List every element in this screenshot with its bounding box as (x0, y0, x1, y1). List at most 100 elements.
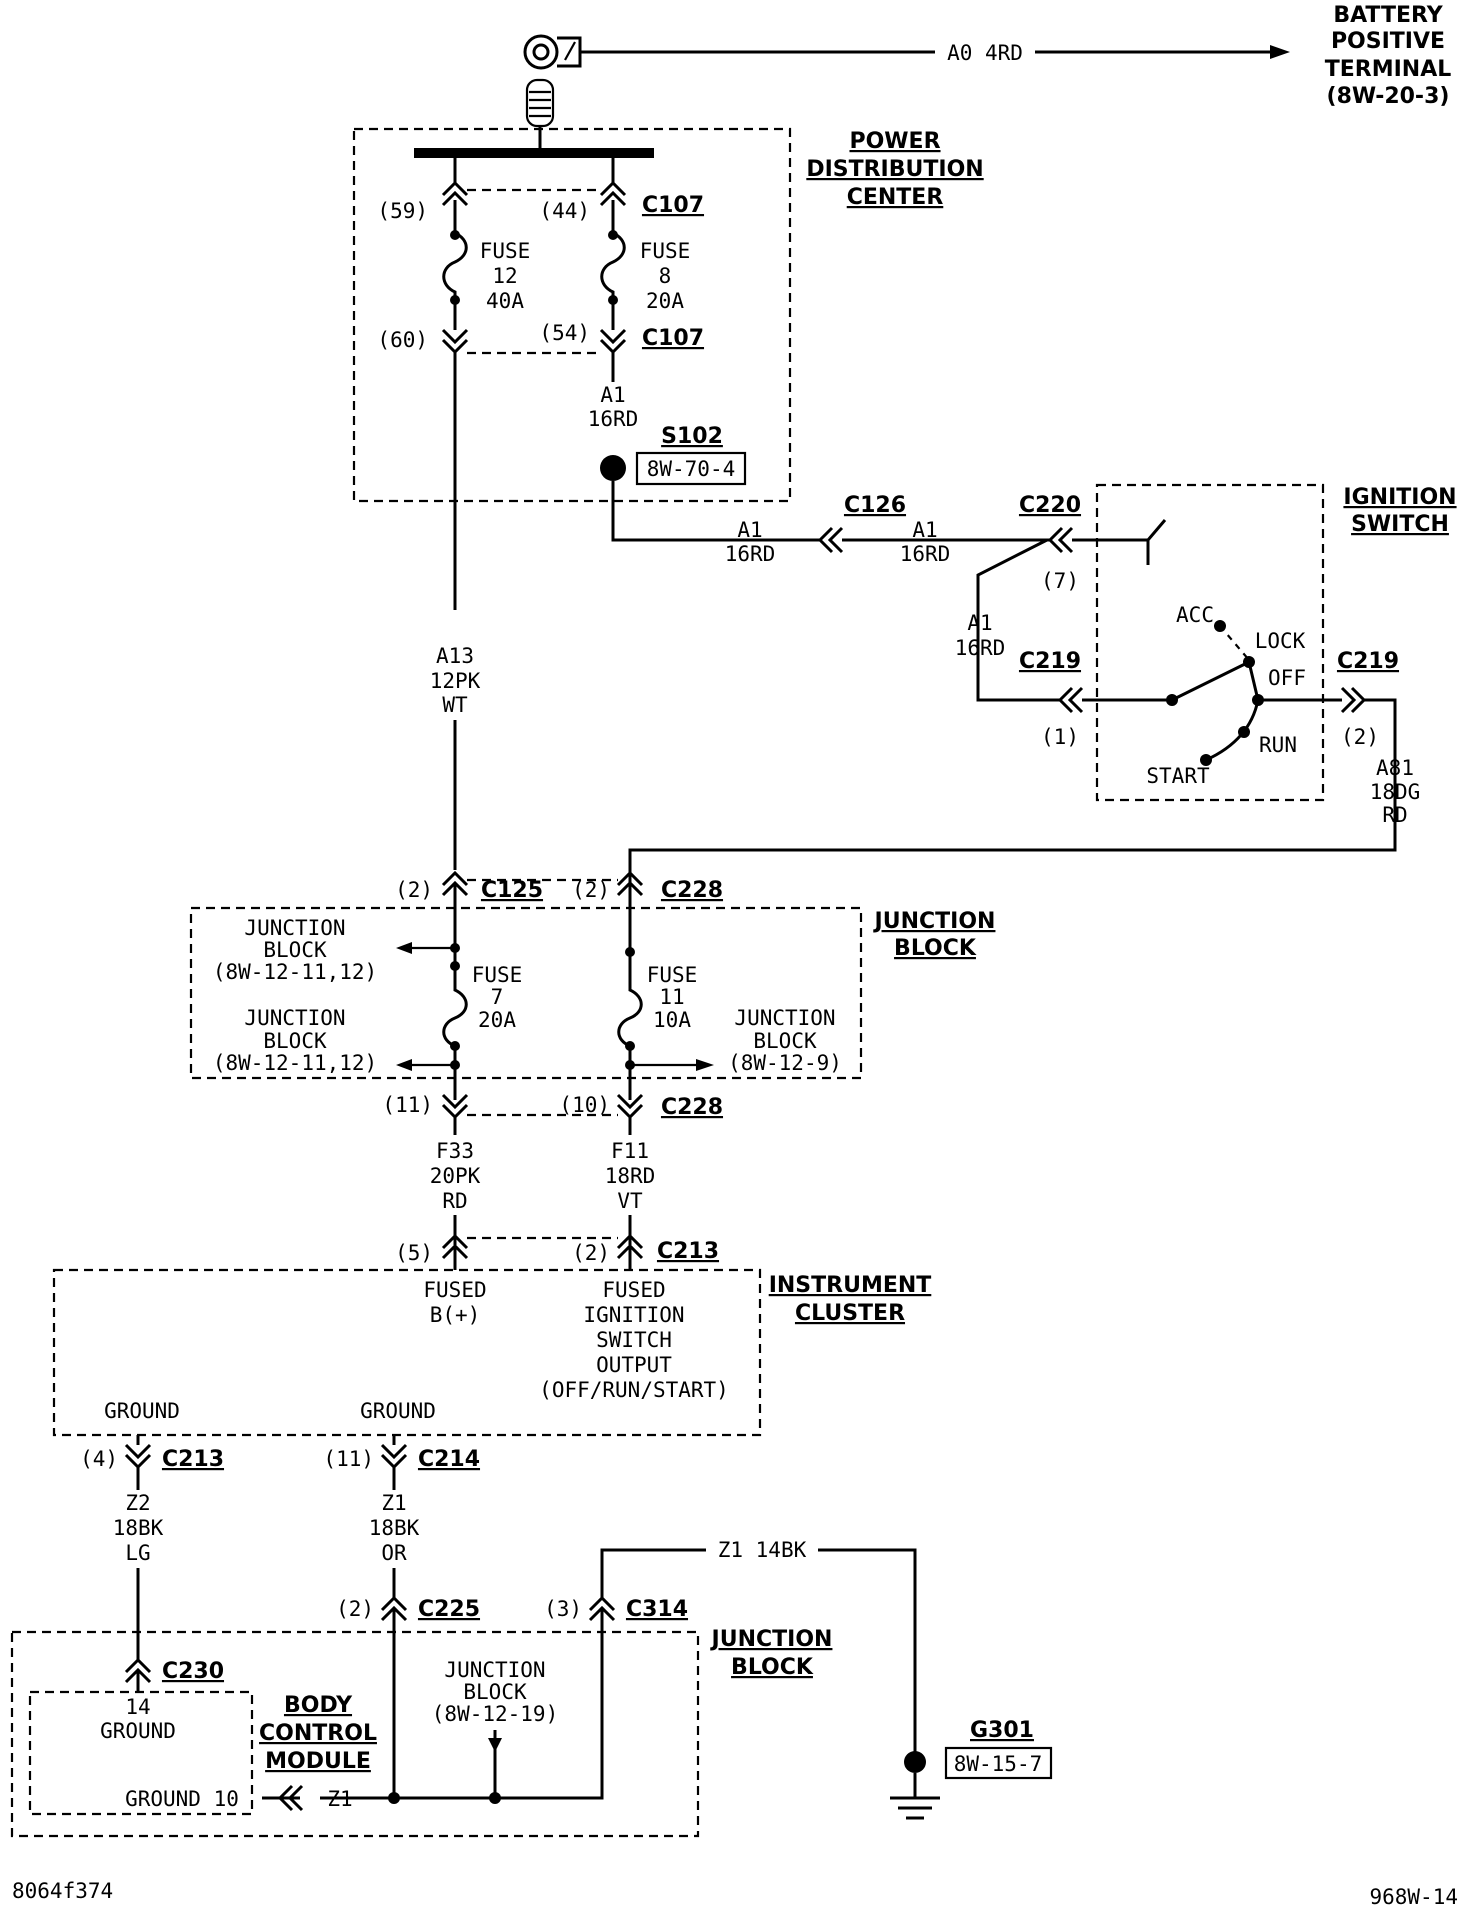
s102-label: S102 (661, 424, 723, 449)
pdc-busbar (414, 148, 654, 158)
fuse-11-label-1: FUSE (647, 963, 698, 987)
c126-right-1: A1 (912, 518, 937, 542)
z1-label-2: 18BK (369, 1516, 420, 1540)
jb-ref-c-1: JUNCTION (734, 1006, 835, 1030)
jb2-ref-2: BLOCK (463, 1680, 527, 1704)
ign-a1-label-2: 16RD (955, 636, 1006, 660)
ignition-title-2: SWITCH (1351, 512, 1449, 537)
fuse-12-pin-in: (59) (377, 199, 428, 223)
run-arc (1205, 661, 1260, 762)
footer-left: 8064f374 (12, 1879, 113, 1903)
fuse-12-label-1: FUSE (480, 239, 531, 263)
a13-label-2: 12PK (430, 669, 481, 693)
a13-label-3: WT (442, 693, 468, 717)
c219-right-connector (1340, 686, 1367, 714)
a81-label-3: RD (1382, 803, 1407, 827)
c228-top-pin: (2) (572, 878, 610, 902)
g301-label: G301 (970, 1718, 1034, 1743)
z1-label-1: Z1 (381, 1491, 406, 1515)
ground-2: GROUND (360, 1399, 436, 1423)
fused-b-1: FUSED (423, 1278, 486, 1302)
z1-label-3: OR (381, 1541, 407, 1565)
cluster-box (52, 1268, 762, 1437)
bcm-pin-14: 14 (125, 1695, 150, 1719)
c219-right-pin: (2) (1341, 725, 1379, 749)
fuse-11 (617, 947, 714, 1100)
jb-ref-b-3: (8W-12-11,12) (213, 1051, 377, 1075)
fuse-12-label-2: 12 (492, 264, 517, 288)
pin-4: (4) (80, 1447, 118, 1471)
c230-label: C230 (162, 1659, 224, 1684)
bcm-ground-10: GROUND 10 (125, 1787, 239, 1811)
c126-left-2: 16RD (725, 542, 776, 566)
bcm-connector (277, 1784, 304, 1812)
jb2-ref-1: JUNCTION (444, 1658, 545, 1682)
cluster-pin-2: (2) (572, 1241, 610, 1265)
bcm-title-3: MODULE (265, 1749, 371, 1774)
s102-splice (600, 455, 626, 481)
fuse-8 (599, 158, 627, 382)
ign-a1-label-1: A1 (967, 611, 992, 635)
s102-ref: 8W-70-4 (647, 457, 736, 481)
c107-bottom: C107 (642, 326, 704, 351)
ignition-title-1: IGNITION (1343, 485, 1456, 510)
jb-ref-a-2: BLOCK (263, 938, 327, 962)
c219-left-connector (1057, 686, 1084, 714)
fig-2: IGNITION (583, 1303, 684, 1327)
fused-b-2: B(+) (430, 1303, 481, 1327)
fuse-8-label-2: 8 (659, 264, 672, 288)
pdc-title-2: DISTRIBUTION (806, 157, 983, 182)
fuse-7 (396, 942, 468, 1100)
jb2-box (10, 1630, 700, 1838)
g301-dot (904, 1751, 926, 1773)
jb-ref-b-1: JUNCTION (244, 1006, 345, 1030)
fuse-12-pin-out: (60) (377, 328, 428, 352)
c125-pin: (2) (395, 878, 433, 902)
footer-right: 968W-14 (1369, 1885, 1458, 1909)
c126-left-1: A1 (737, 518, 762, 542)
a13-label-1: A13 (436, 644, 474, 668)
c219-left-pin: (1) (1041, 725, 1079, 749)
wire-a0-label: A0 4RD (947, 41, 1023, 65)
switch-arm (1171, 660, 1250, 702)
fuse-7-label-1: FUSE (472, 963, 523, 987)
fuse-11-label-3: 10A (653, 1008, 691, 1032)
z1-14bk-label: Z1 14BK (718, 1538, 807, 1562)
cluster-pin-5: (5) (395, 1241, 433, 1265)
c220-label: C220 (1019, 493, 1081, 518)
lock-label: LOCK (1255, 629, 1306, 653)
start-label: START (1146, 764, 1210, 788)
c214-label: C214 (418, 1447, 480, 1472)
run-contact (1238, 726, 1250, 738)
fuse-12-label-3: 40A (486, 289, 524, 313)
pin-11-b: (11) (323, 1447, 374, 1471)
c220-wire (1047, 519, 1167, 565)
battery-terminal-icon (523, 34, 582, 148)
battery-title-3: TERMINAL (1325, 57, 1452, 82)
a81-label-2: 18DG (1370, 780, 1421, 804)
c213-bottom-connector (124, 1435, 152, 1490)
f33-label-2: 20PK (430, 1164, 481, 1188)
fuse-12 (441, 158, 469, 610)
c214-connector (380, 1435, 408, 1490)
fig-5: (OFF/RUN/START) (539, 1378, 729, 1402)
c126-connector (817, 526, 844, 554)
c314-connector (394, 1548, 917, 1800)
pin-10: (10) (559, 1093, 610, 1117)
f33-label-1: F33 (436, 1139, 474, 1163)
c126-right-2: 16RD (900, 542, 951, 566)
splice-dot-2 (489, 1792, 501, 1804)
pdc-box (352, 127, 792, 503)
battery-title-2: POSITIVE (1331, 29, 1445, 54)
jb2-ref-3: (8W-12-19) (432, 1702, 558, 1726)
jb1-title-1: JUNCTION (873, 909, 996, 934)
c225-label: C225 (418, 1597, 480, 1622)
bcm-title-1: BODY (284, 1693, 353, 1718)
jb-ref-a-3: (8W-12-11,12) (213, 960, 377, 984)
off-label: OFF (1268, 666, 1306, 690)
s102-ref-box (635, 451, 747, 486)
c220-connector (1047, 526, 1074, 554)
fuse-8-pin-out: (54) (539, 321, 590, 345)
ground-1: GROUND (104, 1399, 180, 1423)
f11-label-1: F11 (611, 1139, 649, 1163)
